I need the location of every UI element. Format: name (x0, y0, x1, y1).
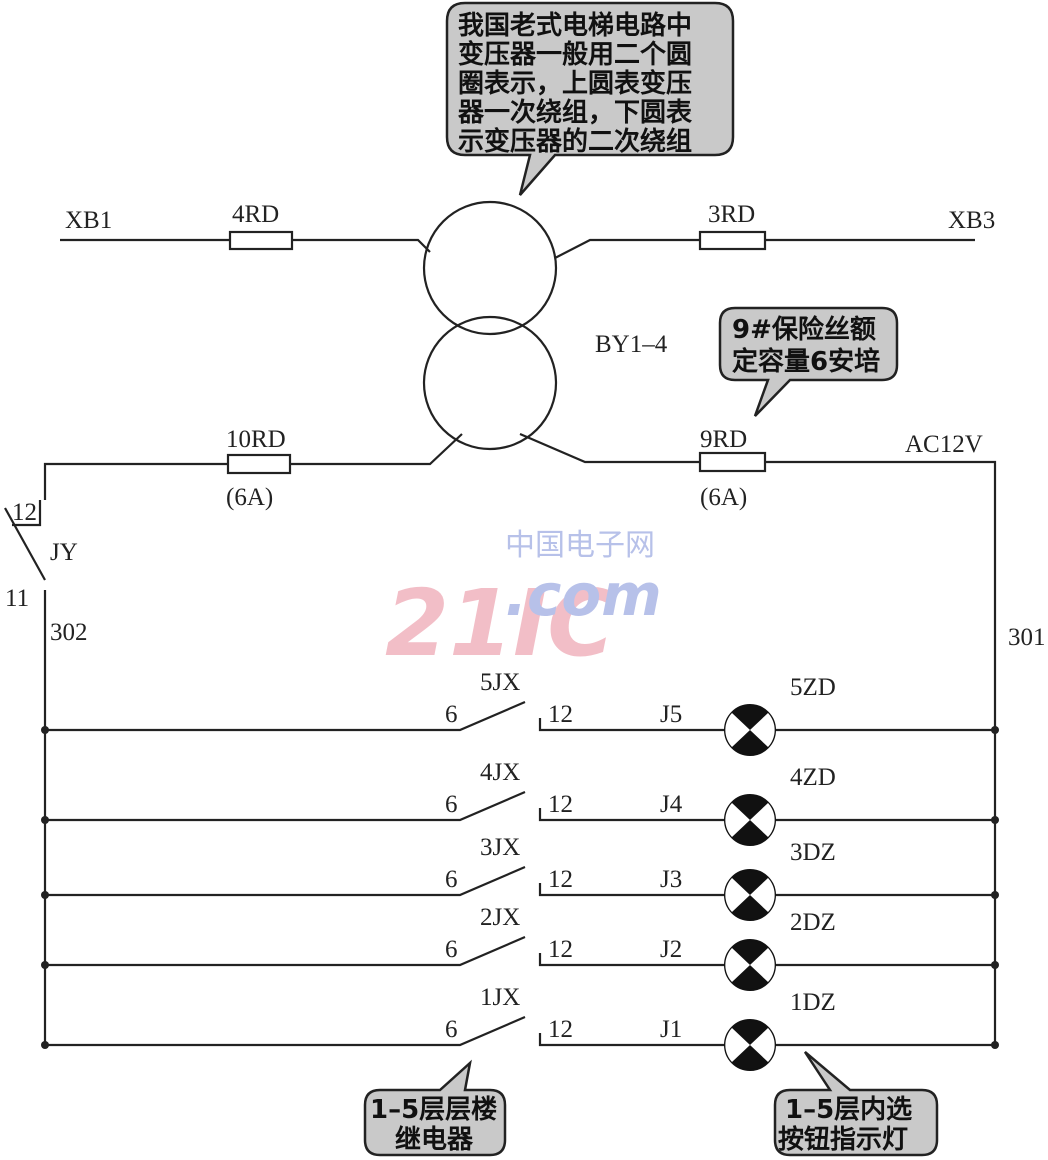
fuse-9rd-label: 9RD (700, 426, 747, 453)
jy-pin-11: 11 (5, 585, 29, 612)
callout-line: 变压器一般用二个圆 (458, 39, 692, 70)
relay-pin-12: 12 (548, 791, 573, 818)
relay-label: 5JX (480, 669, 520, 696)
wire-label: J3 (660, 866, 682, 893)
jy-label: JY (50, 539, 78, 566)
junction-dot (41, 816, 49, 824)
relay-label: 2JX (480, 904, 520, 931)
junction-dot (41, 961, 49, 969)
fuse-3rd-label: 3RD (708, 201, 755, 228)
indicator-lamp-icon (724, 794, 776, 846)
indicator-lamp-icon (724, 939, 776, 991)
relay-pin-12: 12 (548, 936, 573, 963)
transformer-callout: 我国老式电梯电路中 变压器一般用二个圆 圈表示，上圆表变压 器一次绕组，下圆表 … (445, 1, 735, 196)
relay-pin-12: 12 (548, 866, 573, 893)
row-wire (45, 790, 995, 822)
relay-pin-6: 6 (445, 1016, 458, 1043)
floor-row: 1JX 6 12 J1 1DZ (41, 984, 999, 1071)
callout-line: 我国老式电梯电路中 (458, 10, 692, 41)
jy-pin-12: 12 (12, 499, 37, 526)
floor-row: 3JX 6 12 J3 3DZ (41, 834, 999, 921)
transformer-label: BY1–4 (595, 331, 668, 358)
watermark-logo: 21IC .com 中国电子网 (385, 528, 662, 677)
watermark-cn: 中国电子网 (505, 528, 655, 563)
junction-dot (991, 816, 999, 824)
junction-dot (41, 891, 49, 899)
relay-pin-6: 6 (445, 701, 458, 728)
floor-row: 2JX 6 12 J2 2DZ (41, 904, 999, 991)
relay-pin-6: 6 (445, 866, 458, 893)
wire-label: J4 (660, 791, 683, 818)
transformer-primary-winding (422, 200, 558, 336)
relay-pin-6: 6 (445, 791, 458, 818)
fuse-10rd-rating: (6A) (226, 484, 273, 511)
junction-dot (991, 726, 999, 734)
relay-pin-12: 12 (548, 1016, 573, 1043)
xb3-label: XB3 (948, 207, 995, 234)
indicator-lamp-icon (724, 869, 776, 921)
floor-row: 5JX 6 12 J5 5ZD (41, 669, 999, 756)
row-wire (45, 935, 995, 967)
callout-line: 继电器 (395, 1124, 474, 1155)
ac12v-label: AC12V (905, 431, 983, 458)
wire-label: J5 (660, 701, 682, 728)
xb1-label: XB1 (65, 207, 112, 234)
junction-dot (41, 726, 49, 734)
watermark-sub: .com (505, 561, 662, 629)
callout-line: 按钮指示灯 (778, 1124, 908, 1155)
relay-callout: 1–5层层楼 继电器 (363, 1059, 507, 1157)
relay-label: 1JX (480, 984, 520, 1011)
junction-dot (41, 1041, 49, 1049)
lamp-label: 3DZ (790, 839, 836, 866)
lamp-label: 5ZD (790, 674, 836, 701)
row-wire (45, 865, 995, 897)
callout-line: 1–5层内选 (785, 1095, 912, 1125)
callout-line: 1–5层层楼 (370, 1095, 497, 1125)
callout-line: 定容量6安培 (732, 346, 880, 377)
fuse-10rd (226, 453, 292, 475)
junction-dot (991, 891, 999, 899)
fuse-10rd-label: 10RD (226, 426, 286, 453)
callout-line: 9#保险丝额 (732, 314, 876, 345)
callout-line: 示变压器的二次绕组 (458, 126, 692, 157)
secondary-circuit: 10RD (6A) 9RD (6A) AC12V 12 JY 11 302 30… (4, 426, 1046, 1045)
indicator-lamp-icon (724, 704, 776, 756)
callout-line: 器一次绕组，下圆表 (457, 97, 693, 128)
junction-dot (991, 961, 999, 969)
fuse-4rd-label: 4RD (232, 201, 279, 228)
transformer-secondary-winding (422, 315, 558, 451)
fuse-3rd (698, 230, 767, 251)
floor-row: 4JX 6 12 J4 4ZD (41, 759, 999, 846)
fuse-9rd-rating: (6A) (700, 484, 747, 511)
junction-dot (991, 1041, 999, 1049)
row-wire (45, 1015, 995, 1047)
wire-label: J1 (660, 1016, 682, 1043)
wire-301-label: 301 (1008, 624, 1046, 651)
fuse-callout: 9#保险丝额 定容量6安培 (718, 306, 899, 417)
wire-label: J2 (660, 936, 682, 963)
lamp-label: 4ZD (790, 764, 836, 791)
indicator-lamp-icon (724, 1019, 776, 1071)
relay-pin-12: 12 (548, 701, 573, 728)
relay-label: 3JX (480, 834, 520, 861)
relay-pin-6: 6 (445, 936, 458, 963)
fuse-9rd (698, 451, 767, 473)
callout-line: 圈表示，上圆表变压 (458, 68, 692, 99)
row-wire (45, 700, 995, 732)
primary-circuit: XB1 XB3 4RD 3RD (60, 201, 995, 259)
lamp-callout: 1–5层内选 按钮指示灯 (773, 1051, 939, 1157)
fuse-4rd (228, 230, 294, 251)
lamp-label: 2DZ (790, 909, 836, 936)
relay-label: 4JX (480, 759, 520, 786)
watermark-main: 21IC (385, 570, 615, 677)
lamp-label: 1DZ (790, 989, 836, 1016)
wire-302-label: 302 (50, 619, 88, 646)
